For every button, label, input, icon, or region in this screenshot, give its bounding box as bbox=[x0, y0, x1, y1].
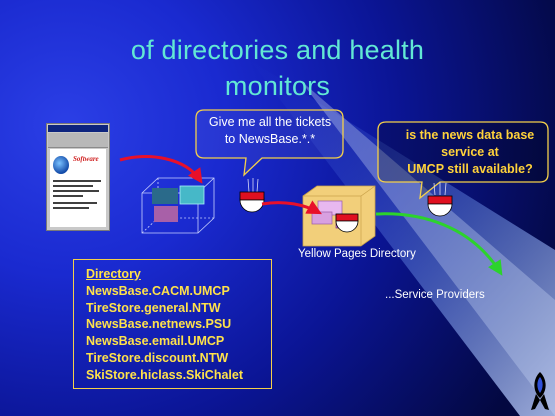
request-callout bbox=[195, 109, 344, 177]
health-monitor-probe-3 bbox=[427, 182, 453, 217]
browser-toolbar bbox=[48, 133, 108, 148]
yellow-pages-label: Yellow Pages Directory bbox=[298, 248, 416, 260]
red-arrow-browser-to-cube bbox=[119, 155, 203, 184]
health-monitor-probe-1 bbox=[239, 178, 265, 213]
service-providers-label: ...Service Providers bbox=[385, 289, 485, 301]
green-arrow-to-service-providers bbox=[375, 212, 503, 276]
health-check-line-2: service at bbox=[441, 145, 499, 159]
health-monitor-probe-2 bbox=[335, 213, 359, 233]
directory-entry: SkiStore.hiclass.SkiChalet bbox=[86, 367, 244, 382]
directory-entry: NewsBase.email.UMCP bbox=[86, 334, 225, 349]
text-line bbox=[53, 202, 97, 204]
directory-entry: TireStore.discount.NTW bbox=[86, 350, 229, 365]
directory-entry: NewsBase.netnews.PSU bbox=[86, 317, 232, 332]
health-check-callout bbox=[377, 121, 549, 200]
text-line bbox=[53, 207, 89, 209]
health-check-line-1: is the news data base bbox=[405, 128, 535, 142]
text-line bbox=[53, 195, 83, 197]
text-line bbox=[53, 185, 93, 187]
cube-block-cyan bbox=[179, 185, 205, 205]
request-callout-line-1: Give me all the tickets bbox=[208, 115, 332, 129]
slide-title-line-1: of directories and health bbox=[130, 35, 425, 65]
text-line bbox=[53, 180, 101, 182]
directory-box: Directory NewsBase.CACM.UMCP TireStore.g… bbox=[73, 259, 272, 389]
ribbon-icon bbox=[531, 372, 549, 410]
directory-entry: NewsBase.CACM.UMCP bbox=[86, 283, 230, 298]
text-line bbox=[53, 190, 99, 192]
health-check-callout-text: is the news data base service at UMCP st… bbox=[380, 127, 555, 178]
browser-screenshot: Software bbox=[46, 123, 110, 231]
cube-block-purple bbox=[154, 206, 178, 222]
directory-entry: TireStore.general.NTW bbox=[86, 300, 221, 315]
directory-heading: Directory bbox=[86, 267, 141, 281]
request-callout-line-2: to NewsBase.*.* bbox=[224, 132, 316, 146]
request-callout-text: Give me all the tickets to NewsBase.*.* bbox=[194, 114, 346, 148]
browser-page-logo: Software bbox=[73, 155, 99, 163]
cube-block-teal bbox=[152, 188, 178, 204]
browser-titlebar bbox=[48, 125, 108, 132]
globe-icon bbox=[53, 156, 69, 174]
health-check-line-3: UMCP still available? bbox=[407, 162, 533, 176]
red-arrow-to-yellow-pages bbox=[261, 200, 322, 215]
slide-title-line-2: monitors bbox=[224, 71, 331, 101]
